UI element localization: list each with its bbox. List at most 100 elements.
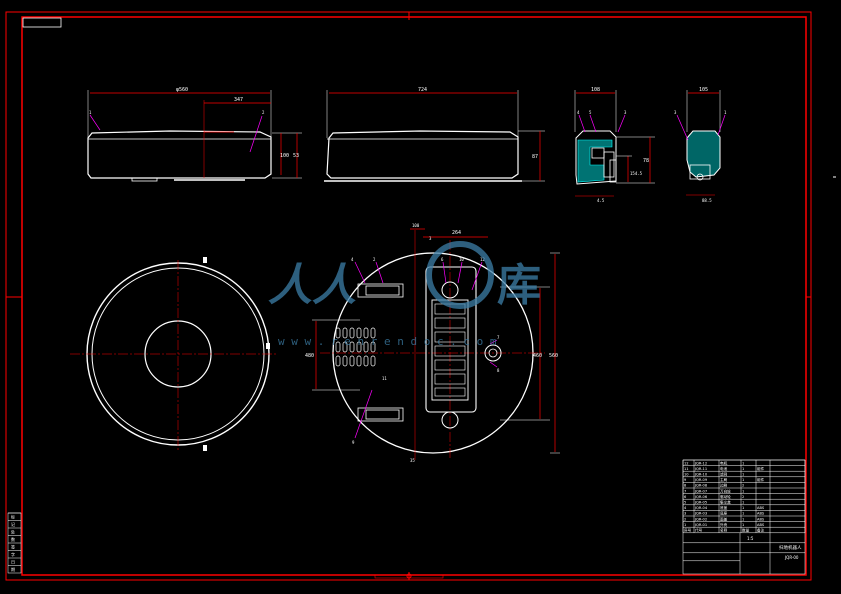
title-block-cell: 滤网 bbox=[720, 472, 728, 477]
title-block-cell: 电池 bbox=[720, 466, 728, 471]
title-block-cell: 集尘盒 bbox=[720, 500, 731, 505]
title-block-cell: 面盖 bbox=[720, 516, 728, 521]
dim-bottom-right-outer: 560 bbox=[549, 353, 558, 359]
part-bottom-4: 4 bbox=[351, 257, 354, 262]
title-block-cell: 外壳 bbox=[720, 522, 728, 527]
dim-bottom-top-left: 100 bbox=[412, 223, 420, 228]
left-strip-label: 标 bbox=[11, 514, 15, 520]
part-bottom-9: 9 bbox=[352, 440, 355, 445]
title-block-cell: 组件 bbox=[757, 466, 765, 471]
dim-bottom-small: 35 bbox=[410, 458, 415, 463]
left-strip-label: 日 bbox=[11, 560, 15, 565]
part-bottom-3: 3 bbox=[429, 236, 432, 241]
dim-section-a-inner: 154.5 bbox=[630, 171, 643, 176]
section-a: 108 78 154.5 4.5 4 5 3 bbox=[574, 87, 655, 203]
title-block-cell: 8 bbox=[684, 484, 687, 488]
title-block-scale: 1:5 bbox=[747, 536, 754, 541]
part-bottom-7: 7 bbox=[497, 335, 500, 340]
title-block-cell: JQR-03 bbox=[694, 512, 707, 516]
left-strip-label: 签 bbox=[11, 544, 15, 550]
title-block-header-cell: 代号 bbox=[695, 528, 703, 533]
title-block-cell: JQR-09 bbox=[694, 478, 708, 482]
title-block-header-cell: 数量 bbox=[742, 528, 750, 533]
title-block-cell: 边刷 bbox=[720, 483, 728, 488]
dim-section-b-bottom: 88.5 bbox=[702, 198, 712, 203]
title-block-cell: 1 bbox=[742, 512, 744, 516]
title-block-cell: ABS bbox=[757, 506, 765, 510]
outer-frame bbox=[5, 11, 812, 581]
watermark-left: 人人 bbox=[268, 260, 356, 311]
title-block-cell: JQR-08 bbox=[694, 484, 708, 488]
watermark-logo bbox=[426, 241, 494, 309]
part-section-a-5: 5 bbox=[589, 110, 592, 115]
part-bottom-10: 10 bbox=[459, 257, 464, 262]
left-strip-label: 数 bbox=[11, 536, 15, 542]
dim-side-width: 724 bbox=[418, 87, 427, 93]
dim-bottom-right-height: 460 bbox=[533, 353, 542, 359]
title-block-cell: 9 bbox=[684, 478, 687, 482]
title-block-header-cell: 名称 bbox=[720, 528, 728, 533]
dim-bottom-left-height: 480 bbox=[305, 353, 314, 359]
title-block-cell: JQR-07 bbox=[694, 489, 707, 493]
dim-front-partial: 347 bbox=[234, 97, 243, 103]
title-block-cell: 7 bbox=[684, 489, 686, 493]
title-block-cell: 11 bbox=[684, 467, 689, 471]
part-bottom-2: 2 bbox=[373, 257, 376, 262]
title-block-cell: JQR-05 bbox=[694, 501, 707, 505]
title-block-cell: 2 bbox=[742, 495, 744, 499]
title-block-name: 扫地机器人 bbox=[779, 544, 802, 551]
title-block-cell: ABS bbox=[757, 512, 765, 516]
part-bottom-8: 8 bbox=[497, 368, 500, 373]
title-block-cell: 2 bbox=[684, 517, 686, 521]
left-strip-label: 处 bbox=[11, 529, 15, 535]
title-block-cell: JQR-10 bbox=[694, 473, 708, 477]
title-block-cell: 4 bbox=[684, 506, 687, 510]
title-block-cell: 6 bbox=[684, 495, 687, 499]
title-block-cell: JQR-11 bbox=[694, 467, 707, 471]
left-strip-label: 记 bbox=[11, 521, 15, 527]
title-block-cell: 电机 bbox=[720, 460, 728, 465]
title-block-cell: 1 bbox=[742, 478, 744, 482]
top-left-tag-box bbox=[22, 17, 62, 28]
part-section-b-1: 1 bbox=[724, 110, 727, 115]
title-block-cell: 5 bbox=[684, 501, 686, 505]
watermark-url: w w w . r e n r e n d o c . c o m bbox=[278, 335, 497, 348]
part-front-1: 1 bbox=[89, 110, 92, 115]
side-view: 724 87 bbox=[324, 87, 545, 182]
title-block-cell: JQR-02 bbox=[694, 517, 707, 521]
dim-front-width: φ560 bbox=[176, 87, 188, 93]
front-view: φ560 347 100 53 1 2 bbox=[87, 87, 302, 182]
inner-frame bbox=[21, 16, 807, 576]
left-strip-label: 字 bbox=[11, 551, 15, 557]
part-section-a-4: 4 bbox=[577, 110, 580, 115]
dim-section-b-width: 105 bbox=[699, 87, 708, 93]
title-block-cell: 万向轮 bbox=[720, 488, 731, 493]
title-block-cell: 1 bbox=[742, 501, 744, 505]
dim-section-a-width: 108 bbox=[591, 87, 600, 93]
part-front-2: 2 bbox=[262, 110, 265, 115]
title-block-cell: 12 bbox=[684, 461, 689, 465]
title-block-cell: 主刷 bbox=[720, 477, 728, 482]
title-block-header-cell: 备注 bbox=[757, 528, 765, 533]
title-block-cell: 2 bbox=[742, 484, 744, 488]
part-section-a-3: 3 bbox=[624, 110, 627, 115]
dim-section-a-bottom: 4.5 bbox=[597, 198, 605, 203]
title-block-cell: ABS bbox=[757, 523, 765, 527]
title-block-cell: 3 bbox=[684, 512, 686, 516]
title-block-cell: 1 bbox=[742, 506, 744, 510]
watermark-right: 库 bbox=[497, 260, 541, 311]
title-block-cell: 1 bbox=[742, 461, 744, 465]
part-bottom-11: 11 bbox=[382, 376, 387, 381]
dim-bottom-top: 264 bbox=[452, 230, 461, 236]
title-block-cell: ABS bbox=[757, 517, 765, 521]
dim-front-height-small: 53 bbox=[293, 153, 299, 159]
title-block-cell: 1 bbox=[742, 467, 744, 471]
dim-front-height: 100 bbox=[280, 153, 289, 159]
title-block-cell: JQR-06 bbox=[694, 495, 708, 499]
main-brush-grid bbox=[434, 303, 466, 397]
title-block-cell: 1 bbox=[742, 473, 744, 477]
title-block-header-cell: 序号 bbox=[684, 528, 692, 533]
